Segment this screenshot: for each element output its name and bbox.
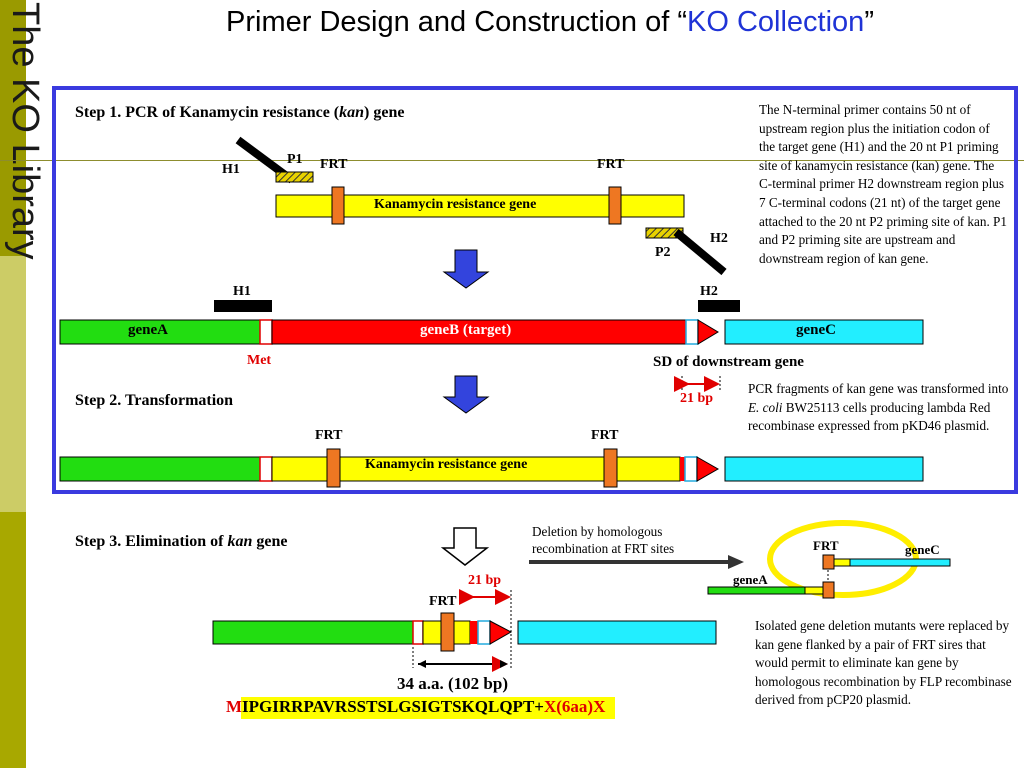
step2-heading: Step 2. Transformation	[75, 392, 234, 409]
label-p1: P1	[287, 152, 303, 167]
sd-box	[685, 319, 699, 345]
sidebar-strip	[0, 0, 26, 768]
step3-frt	[440, 612, 455, 652]
label-kan-gene: Kanamycin resistance gene	[374, 197, 537, 212]
h2-homology-bar	[698, 300, 740, 312]
label-step2-frt-right: FRT	[591, 428, 619, 443]
note-transformation: PCR fragments of kan gene was transforme…	[748, 381, 1009, 434]
label-step3-frt: FRT	[429, 594, 457, 609]
label-step2-kan-gene: Kanamycin resistance gene	[365, 457, 528, 472]
label-geneC: geneC	[796, 322, 836, 338]
geneB-arrowhead	[697, 319, 719, 345]
label-aa-length: 34 a.a. (102 bp)	[397, 674, 508, 693]
primer-p1-box	[275, 171, 314, 183]
label-loop-frt: FRT	[813, 538, 839, 553]
label-loop-geneA: geneA	[733, 572, 768, 587]
note-primer-design: The N-terminal primer contains 50 nt of …	[759, 102, 1007, 266]
kan-gene-bar-step1	[275, 194, 685, 218]
divider-line	[0, 160, 1024, 161]
label-genome-h1: H1	[233, 284, 251, 299]
h1-homology-bar	[214, 300, 272, 312]
hollow-down-arrow	[440, 527, 490, 566]
step2-frt-left	[326, 448, 341, 488]
step3-heading: Step 3. Elimination of kan gene	[75, 533, 288, 550]
frt-right-step1	[608, 186, 622, 225]
label-21bp-genome: 21 bp	[680, 391, 714, 406]
step2-geneA-bar	[59, 456, 261, 482]
start-codon-box	[259, 319, 273, 345]
label-genome-h2: H2	[700, 284, 718, 299]
down-arrow-1	[442, 249, 490, 289]
down-arrow-2	[442, 375, 490, 414]
label-h2: H2	[710, 231, 728, 246]
slide-title: Primer Design and Construction of “KO Co…	[226, 6, 874, 38]
step3-geneC-bar	[517, 620, 717, 645]
label-frt-right: FRT	[597, 157, 625, 172]
label-sd: SD of downstream gene	[653, 354, 804, 370]
note-elimination: Isolated gene deletion mutants were repl…	[755, 618, 1012, 708]
note-deletion: Deletion by homologous recombination at …	[532, 524, 675, 556]
label-21bp-step3: 21 bp	[468, 573, 502, 588]
step3-geneA-bar	[212, 620, 414, 645]
label-p2: P2	[655, 245, 671, 260]
label-step2-frt-left: FRT	[315, 428, 343, 443]
frt-left-step1	[331, 186, 345, 225]
step2-geneC-bar	[724, 456, 924, 482]
geneA-bar	[59, 319, 261, 345]
geneB-bar	[271, 319, 687, 345]
label-h1: H1	[222, 162, 240, 177]
main-frame	[52, 86, 1018, 494]
sequence-highlight	[241, 697, 615, 719]
label-geneA: geneA	[128, 322, 168, 338]
label-loop-geneC: geneC	[905, 542, 940, 557]
protein-sequence: MIPGIRRPAVRSSTSLGSIGTSKQLQPT+X(6aa)X	[226, 697, 606, 716]
geneC-bar	[724, 319, 924, 345]
step2-frt-right	[603, 448, 618, 488]
step1-heading: Step 1. PCR of Kanamycin resistance (kan…	[75, 104, 405, 121]
label-geneB: geneB (target)	[420, 322, 512, 338]
label-met: Met	[247, 353, 272, 368]
label-frt-left: FRT	[320, 157, 348, 172]
primer-h2-line	[673, 228, 727, 276]
